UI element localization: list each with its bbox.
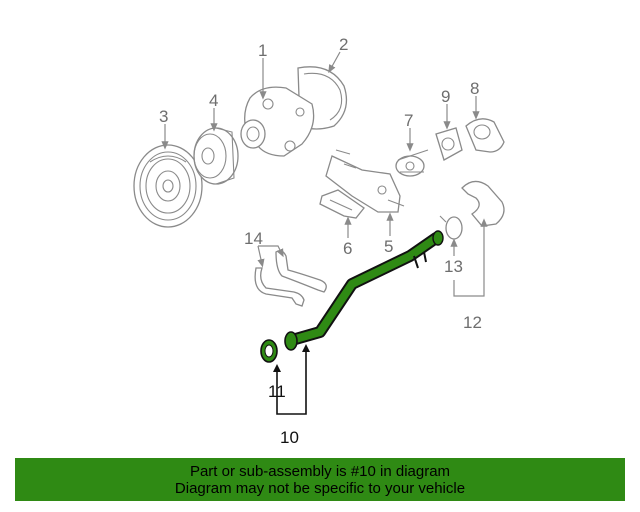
callout-14: 14	[244, 229, 263, 248]
callout-1: 1	[258, 41, 267, 60]
callout-9: 9	[441, 87, 450, 106]
callout-13: 13	[444, 257, 463, 276]
callout-12: 12	[463, 313, 482, 332]
bypass-hose-part	[254, 250, 327, 307]
water-pump-part	[240, 66, 348, 157]
callout-10: 10	[280, 428, 299, 447]
outlet-gasket-part	[319, 189, 365, 219]
part-info-banner: Part or sub-assembly is #10 in diagram D…	[15, 458, 625, 501]
o-ring-part	[260, 339, 278, 363]
thermostat-gasket-part	[435, 127, 463, 161]
water-outlet-part	[325, 149, 405, 213]
banner-line-1: Part or sub-assembly is #10 in diagram	[189, 462, 451, 480]
hose-part	[461, 180, 505, 227]
callout-7: 7	[404, 111, 413, 130]
water-pipe-part	[284, 230, 444, 351]
callout-5: 5	[384, 237, 393, 256]
callout-2: 2	[339, 35, 348, 54]
thermostat-housing-part	[465, 118, 505, 153]
callout-8: 8	[470, 79, 479, 98]
callout-3: 3	[159, 107, 168, 126]
pulley-part	[133, 144, 203, 228]
callout-4: 4	[209, 91, 218, 110]
callout-6: 6	[343, 239, 352, 258]
hub-part	[193, 127, 239, 185]
banner-line-2: Diagram may not be specific to your vehi…	[174, 479, 466, 497]
callout-11: 11	[268, 382, 286, 401]
thermostat-part	[395, 149, 429, 177]
